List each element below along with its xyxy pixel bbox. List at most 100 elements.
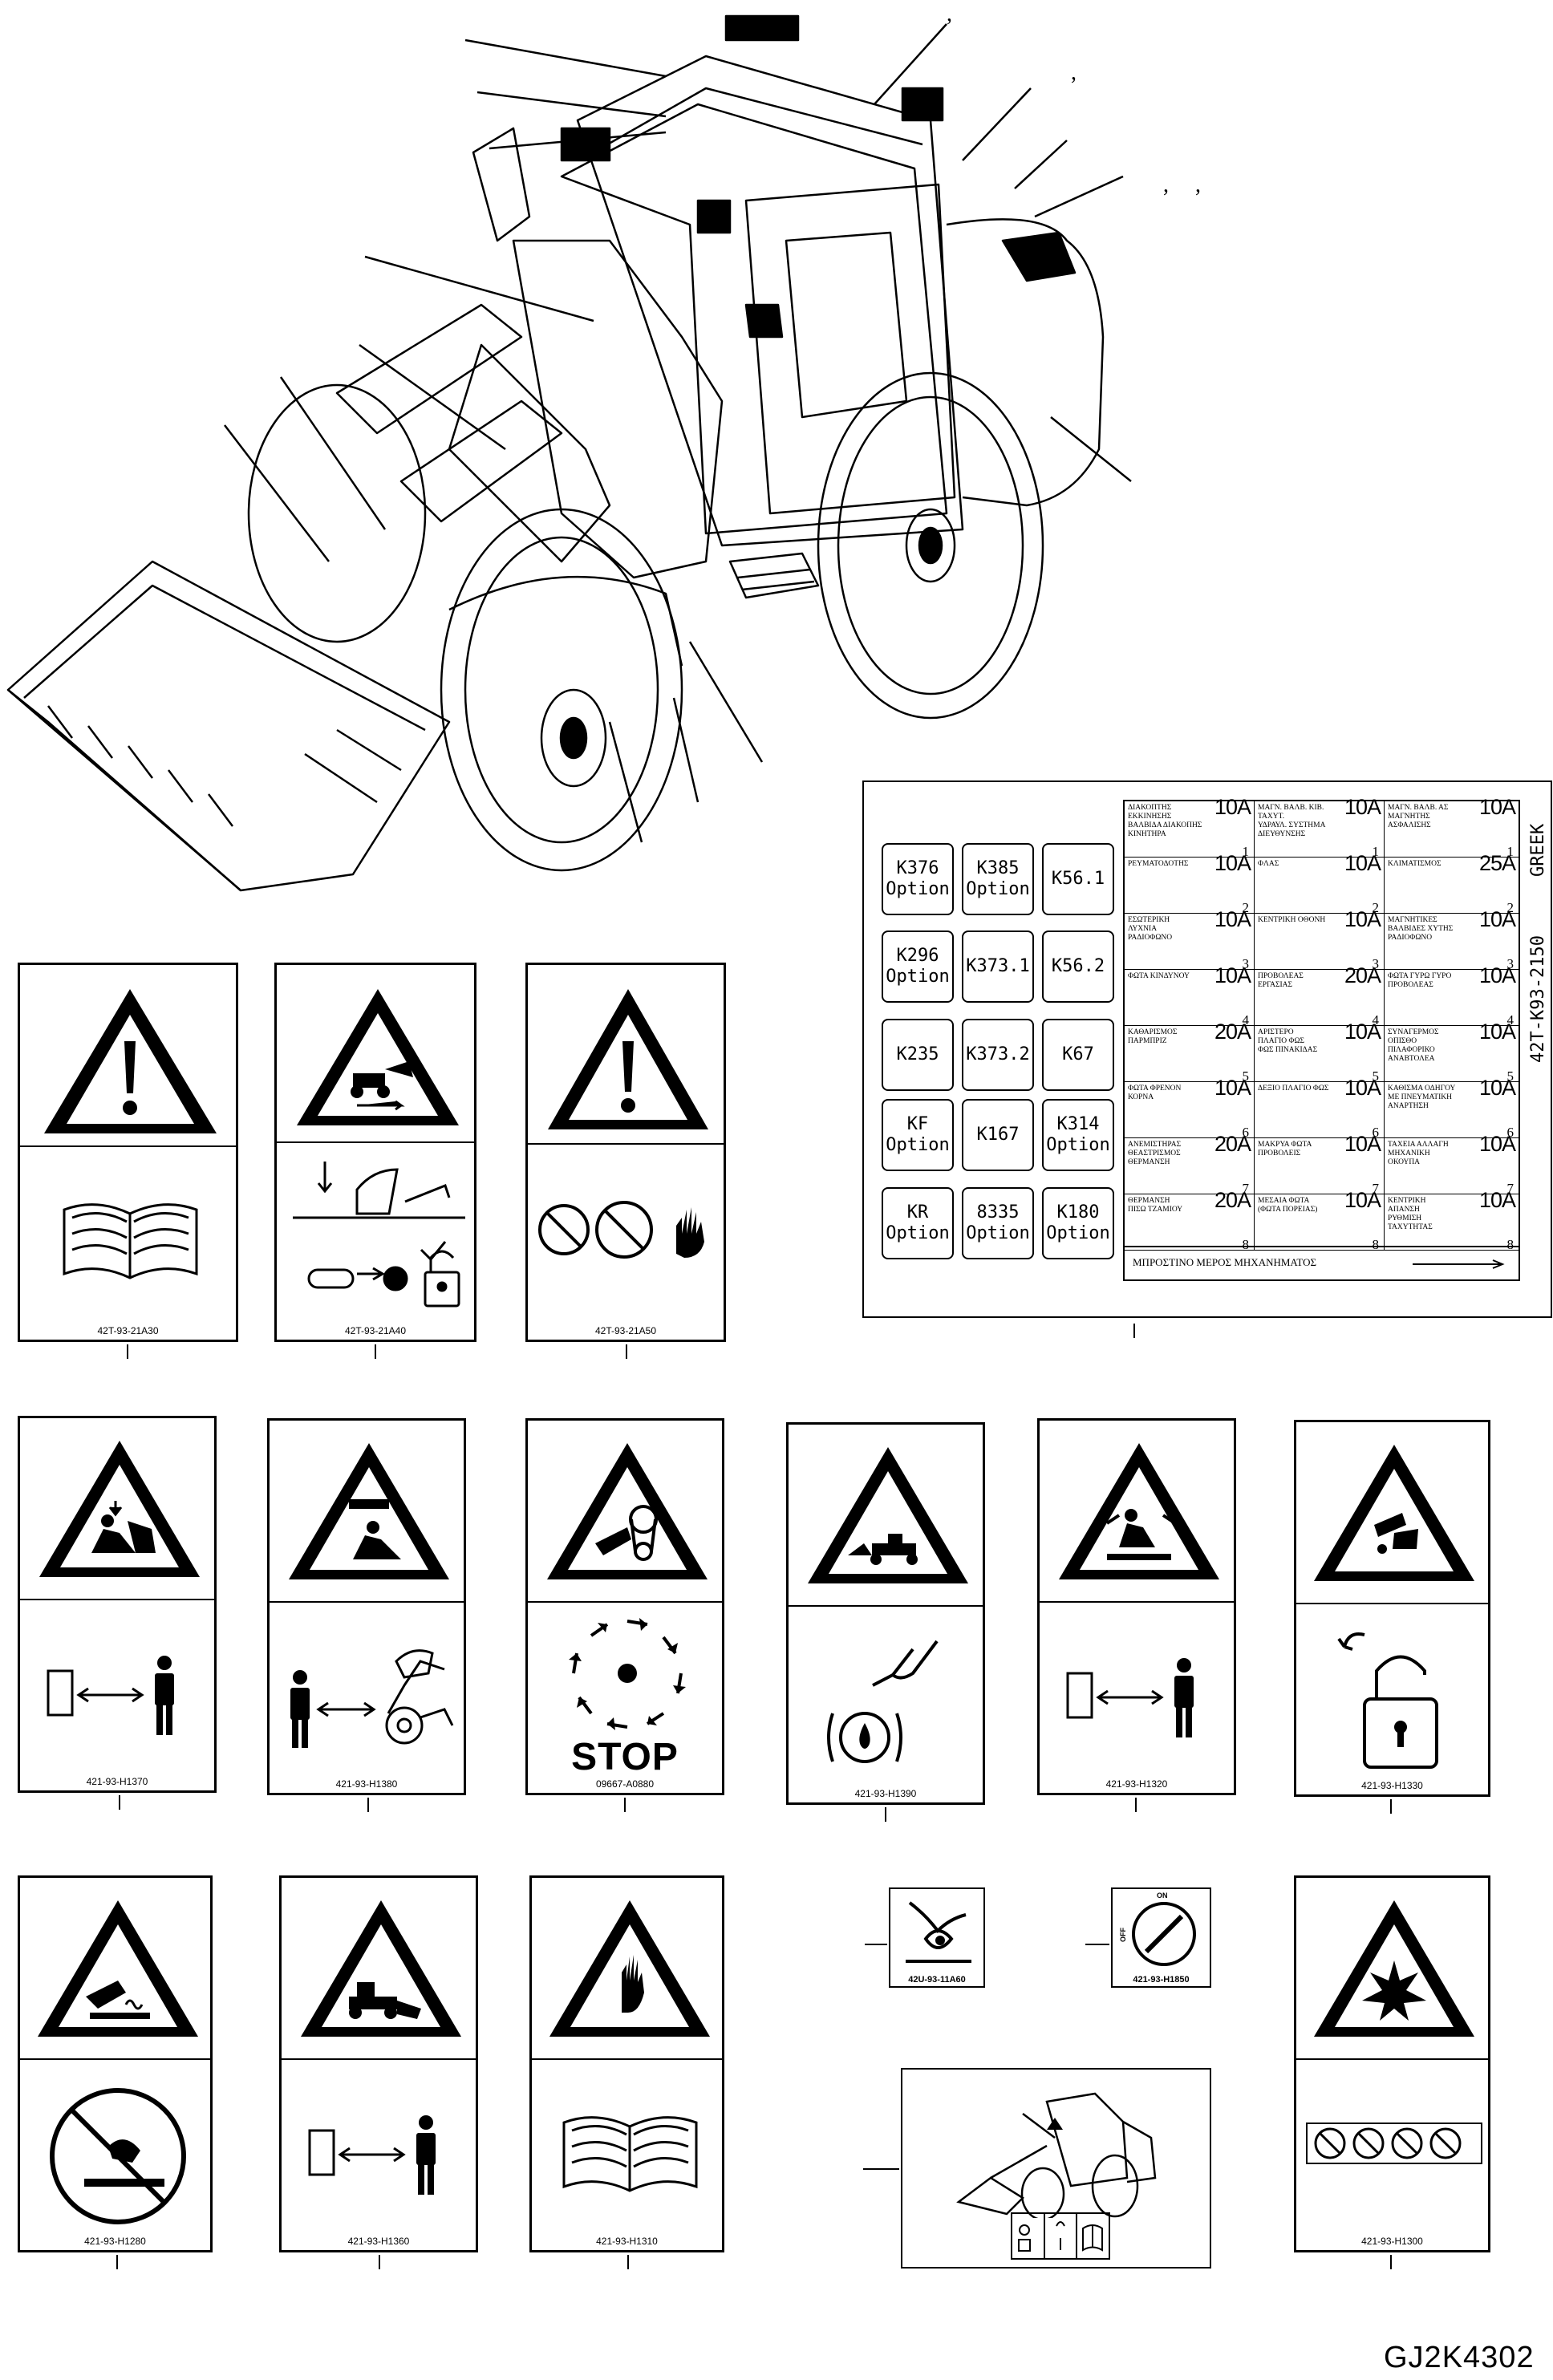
decal-part-code: 42T-93-21A50 xyxy=(594,1325,657,1336)
fuse-index: 2 xyxy=(1242,900,1250,915)
fuse-circuit-label: ΦΛΑΣ xyxy=(1258,860,1279,868)
fuse-amperage: 10A xyxy=(1478,963,1516,987)
fuse-cell: ΜΑΓΝ. ΒΑΛΒ. ΚΙΒ. ΤΑΧΥΤ. ΥΔΡΑΥΛ. ΣΥΣΤΗΜΑ … xyxy=(1255,795,1385,859)
fuse-index: 1 xyxy=(1372,844,1380,859)
keep-distance-boom-icon xyxy=(290,1649,454,1748)
callout-tick xyxy=(1390,1799,1392,1814)
callout-tick xyxy=(367,1798,369,1812)
fuse-circuit-label: ΔΙΑΚΟΠΤΗΣ ΕΚΚΙΝΗΣΗΣ ΒΑΛΒΙΔΑ ΔΙΑΚΟΠΗΣ ΚΙΝ… xyxy=(1128,804,1202,838)
fuse-circuit-label: ΣΥΝΑΓΕΡΜΟΣ ΟΠΙΣΘΟ ΠΙΛΑΦΟΡΙΚΟ ΑΝΑΒΤΟΛΕΑ xyxy=(1388,1028,1439,1063)
fuse-circuit-label: ΦΩΤΑ ΚΙΝΔΥΝΟΥ xyxy=(1128,972,1190,980)
brake-fluid-icon xyxy=(827,1640,939,1763)
keep-distance-icon xyxy=(47,1656,174,1735)
warning-hand-icon xyxy=(549,1900,710,2037)
fuse-circuit-label: ΚΕΝΤΡΙΚΗ ΑΠΑΝΣΗ ΡΥΘΜΙΣΗ ΤΑΧΥΤΗΤΑΣ xyxy=(1388,1197,1433,1231)
fuse-circuit-label: ΚΕΝΤΡΙΚΗ ΟΘΟΝΗ xyxy=(1258,916,1326,924)
callout-tick xyxy=(1135,1798,1137,1812)
fuse-amperage: 10A xyxy=(1344,1188,1381,1212)
fuse-circuit-label: ΚΑΘΙΣΜΑ ΟΔΗΓΟΥ ΜΕ ΠΝΕΥΜΑΤΙΚΗ ΑΝΑΡΤΗΣΗ xyxy=(1388,1085,1456,1110)
decal-rotating-fan-stop: STOP 09667-A0880 xyxy=(525,1418,724,1795)
fuse-cell: ΘΕΡΜΑΝΣΗ ΠΙΣΩ ΤΖΑΜΙΟΥ 20A 8 xyxy=(1125,1188,1255,1252)
relay-button: K235 xyxy=(882,1019,954,1091)
decal-part-code: 421-93-H1280 xyxy=(84,2236,146,2247)
fuse-amperage: 20A xyxy=(1214,1020,1251,1044)
keep-distance-icon xyxy=(308,2115,436,2195)
warning-crush-icon xyxy=(39,1441,200,1577)
switch-dial-icon xyxy=(1132,1902,1196,1966)
fuse-index: 4 xyxy=(1506,1012,1514,1028)
fuse-circuit-label: ΜΑΓΝΗΤΙΚΕΣ ΒΑΛΒΙΔΕΣ ΧΥΤΗΣ ΡΑΔΙΟΦΩΝΟ xyxy=(1388,916,1454,942)
warning-loader-bucket-icon xyxy=(301,1900,461,2037)
fuse-amperage: 10A xyxy=(1478,1132,1516,1156)
decal-part-code: 421-93-H1370 xyxy=(86,1776,148,1787)
stop-label: STOP xyxy=(571,1736,679,1778)
no-touch-prohibition-icon xyxy=(538,1201,704,1259)
decal-part-code: 42T-93-21A30 xyxy=(97,1325,159,1336)
fuse-panel-language: GREEK xyxy=(1528,823,1548,877)
decal-articulation-lock: 421-93-H1330 xyxy=(1294,1420,1490,1797)
decal-warning-no-touch: 42T-93-21A50 xyxy=(525,963,726,1342)
fuse-circuit-label: ΦΩΤΑ ΦΡΕΝΟΝ ΚΟΡΝΑ xyxy=(1128,1085,1182,1101)
fuse-circuit-label: ΑΡΙΣΤΕΡΟ ΠΛΑΓΙΟ ΦΩΣ ΦΩΣ ΠΙΝΑΚΙΔΑΣ xyxy=(1258,1028,1318,1054)
fuse-amperage: 10A xyxy=(1214,795,1251,819)
decal-crush-keep-distance: 421-93-H1370 xyxy=(18,1416,217,1793)
fuse-index: 2 xyxy=(1506,900,1514,915)
fuse-circuit-label: ΜΕΣΑΙΑ ΦΩΤΑ (ΦΩΤΑ ΠΟΡΕΙΑΣ) xyxy=(1258,1197,1318,1214)
callout-tick xyxy=(116,2255,118,2269)
no-hand-hot-surface-icon xyxy=(50,2088,186,2224)
fuse-amperage: 10A xyxy=(1344,907,1381,931)
decal-part-code: 42U-93-11A60 xyxy=(908,1975,966,1985)
decal-part-code: 421-93-H1360 xyxy=(347,2236,410,2247)
decal-warning-key-lock: 42T-93-21A40 xyxy=(274,963,476,1342)
decal-hot-surface-no-touch: 421-93-H1280 xyxy=(18,1875,213,2252)
fuse-index: 3 xyxy=(1372,956,1380,971)
fuse-circuit-label: ΜΑΓΝ. ΒΑΛΒ. ΑΣ ΜΑΓΝΗΤΗΣ ΑΣΦΑΛΙΣΗΣ xyxy=(1388,804,1449,829)
callout-tick xyxy=(626,1344,627,1359)
relay-button: K56.2 xyxy=(1042,931,1114,1003)
fuse-amperage: 10A xyxy=(1478,907,1516,931)
fuse-index: 8 xyxy=(1242,1237,1250,1252)
relay-button: K373.1 xyxy=(962,931,1034,1003)
fuse-panel-part-code: 42T-K93-2150 xyxy=(1528,935,1548,1063)
fuse-amperage: 25A xyxy=(1478,851,1516,875)
callout-leader xyxy=(1085,1944,1109,1945)
fuse-amperage: 10A xyxy=(1344,1132,1381,1156)
callout-tick xyxy=(119,1795,120,1810)
warning-explosion-icon xyxy=(1314,1900,1474,2037)
callout-leader xyxy=(863,2168,899,2170)
decal-part-code: 09667-A0880 xyxy=(595,1778,655,1790)
callout-tick xyxy=(627,2255,629,2269)
fuse-index: 3 xyxy=(1506,956,1514,971)
fuse-amperage: 20A xyxy=(1214,1188,1251,1212)
fuse-index: 7 xyxy=(1372,1181,1380,1196)
on-label: ON xyxy=(1157,1891,1168,1900)
fuse-circuit-label: ΘΕΡΜΑΝΣΗ ΠΙΣΩ ΤΖΑΜΙΟΥ xyxy=(1128,1197,1183,1214)
relay-button: 8335 Option xyxy=(962,1187,1034,1259)
warning-falling-load-icon xyxy=(289,1443,449,1579)
fuse-index: 5 xyxy=(1506,1068,1514,1084)
callout-tick xyxy=(624,1798,626,1812)
fuse-circuit-label: ΔΕΞΙΟ ΠΛΑΓΙΟ ΦΩΣ xyxy=(1258,1085,1329,1093)
fuse-amperage: 10A xyxy=(1478,795,1516,819)
decal-loader-overview xyxy=(901,2068,1211,2269)
fuse-panel-label: K376 Option K385 Option K56.1 K296 Optio… xyxy=(862,780,1552,1318)
off-label: OFF xyxy=(1119,1928,1127,1942)
arrow-right-icon xyxy=(1413,1259,1505,1269)
fuse-amperage: 10A xyxy=(1214,963,1251,987)
fuse-index: 4 xyxy=(1372,1012,1380,1028)
warning-articulation-icon xyxy=(1314,1445,1474,1581)
decal-part-code: 421-93-H1380 xyxy=(335,1778,398,1790)
lifting-hook-icon xyxy=(906,1901,971,1963)
fuse-index: 6 xyxy=(1506,1125,1514,1140)
fuse-amperage: 10A xyxy=(1344,795,1381,819)
relay-button: KR Option xyxy=(882,1187,954,1259)
